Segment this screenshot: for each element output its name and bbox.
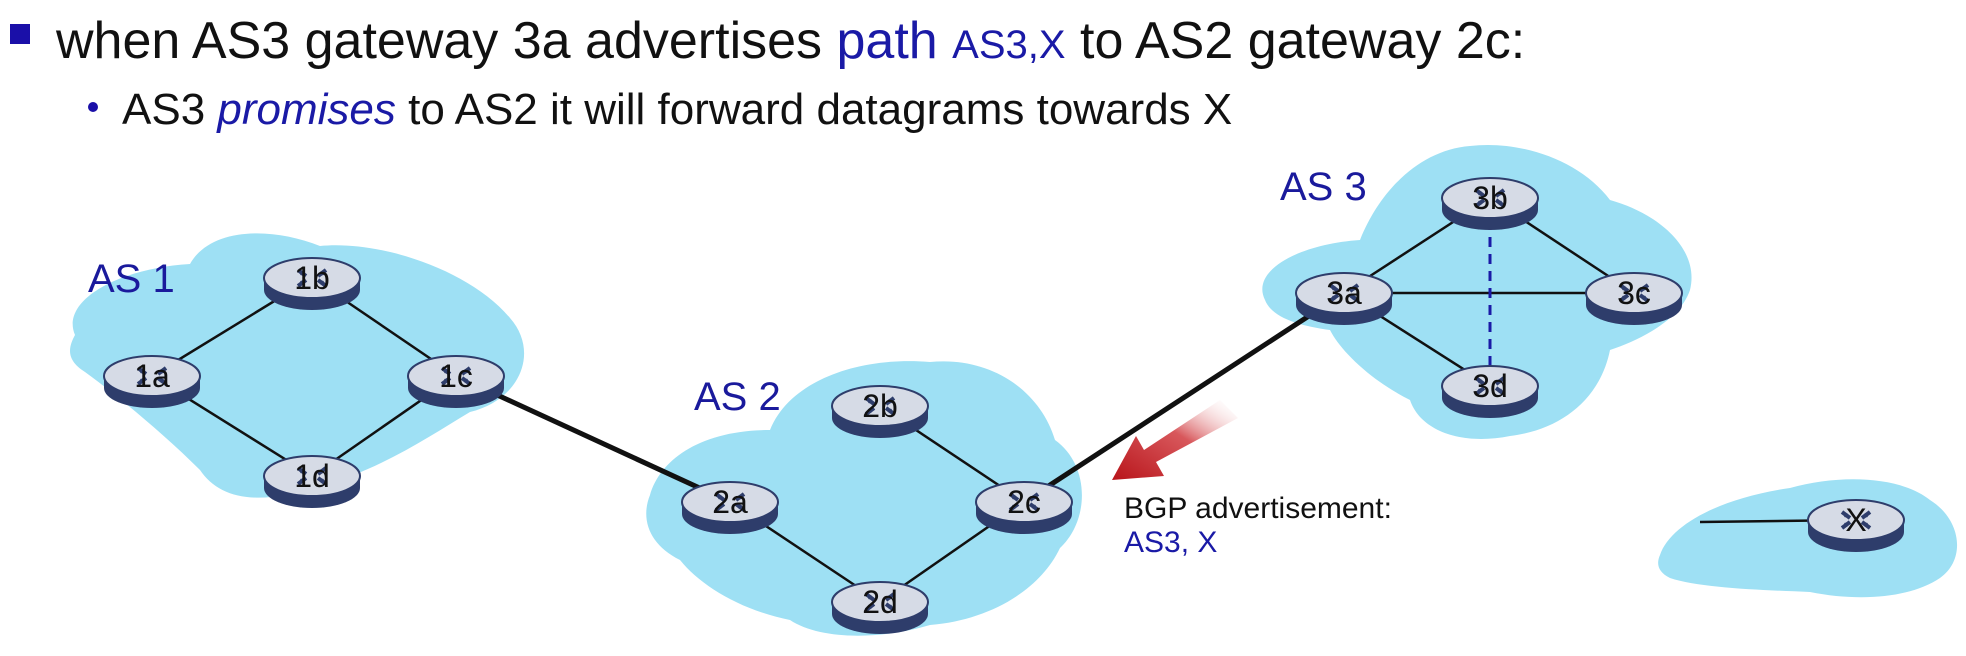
router-3b-label: 3b (1472, 180, 1508, 216)
as1-cloud (70, 233, 525, 498)
router-2b[interactable]: 2b (830, 384, 930, 440)
main-bullet-suffix: to AS2 gateway 2c: (1065, 12, 1526, 70)
main-bullet-path-word: path (836, 12, 938, 70)
router-1a-label: 1a (134, 358, 170, 394)
router-1b-label: 1b (294, 260, 330, 296)
as3-label: AS 3 (1280, 165, 1367, 209)
sub-bullet-prefix: AS3 (122, 85, 218, 134)
router-1c-label: 1c (439, 358, 473, 394)
router-3d-label: 3d (1472, 368, 1508, 404)
router-3a[interactable]: 3a (1294, 271, 1394, 327)
bgp-advertisement-title: BGP advertisement: (1124, 492, 1392, 525)
router-1d[interactable]: 1d (262, 454, 362, 510)
router-3d[interactable]: 3d (1440, 364, 1540, 420)
router-3b[interactable]: 3b (1440, 176, 1540, 232)
round-bullet-icon (88, 102, 98, 112)
advertisement-arrow-icon (1112, 400, 1238, 480)
as2-label: AS 2 (694, 375, 781, 419)
router-1d-label: 1d (294, 458, 330, 494)
router-x-label: X (1845, 502, 1866, 538)
router-2d-label: 2d (862, 584, 898, 620)
router-2a[interactable]: 2a (680, 480, 780, 536)
sub-bullet-emphasis: promises (217, 85, 396, 134)
router-2b-label: 2b (862, 388, 898, 424)
router-1b[interactable]: 1b (262, 256, 362, 312)
router-2a-label: 2a (712, 484, 748, 520)
x-cloud (1658, 479, 1958, 598)
router-2d[interactable]: 2d (830, 580, 930, 636)
main-bullet-prefix: when AS3 gateway 3a advertises (56, 12, 837, 70)
router-2c-label: 2c (1007, 484, 1041, 520)
link-1c-2a (454, 373, 732, 505)
main-bullet-path-value: AS3,X (952, 23, 1066, 67)
link-2c-3a (1022, 290, 1346, 505)
router-1c[interactable]: 1c (406, 354, 506, 410)
as1-label: AS 1 (88, 257, 175, 301)
router-3a-label: 3a (1326, 275, 1362, 311)
sub-bullet: AS3 promises to AS2 it will forward data… (88, 82, 1232, 138)
as2-cloud (646, 361, 1082, 636)
router-3c-label: 3c (1617, 275, 1651, 311)
inter-as-links (454, 290, 1346, 505)
bgp-advertisement-path: AS3, X (1124, 526, 1217, 559)
router-x[interactable]: X (1806, 498, 1906, 554)
main-bullet: when AS3 gateway 3a advertises path AS3,… (10, 6, 1525, 76)
router-1a[interactable]: 1a (102, 354, 202, 410)
sub-bullet-suffix: to AS2 it will forward datagrams towards… (395, 85, 1233, 134)
router-2c[interactable]: 2c (974, 480, 1074, 536)
square-bullet-icon (10, 24, 30, 44)
router-3c[interactable]: 3c (1584, 271, 1684, 327)
